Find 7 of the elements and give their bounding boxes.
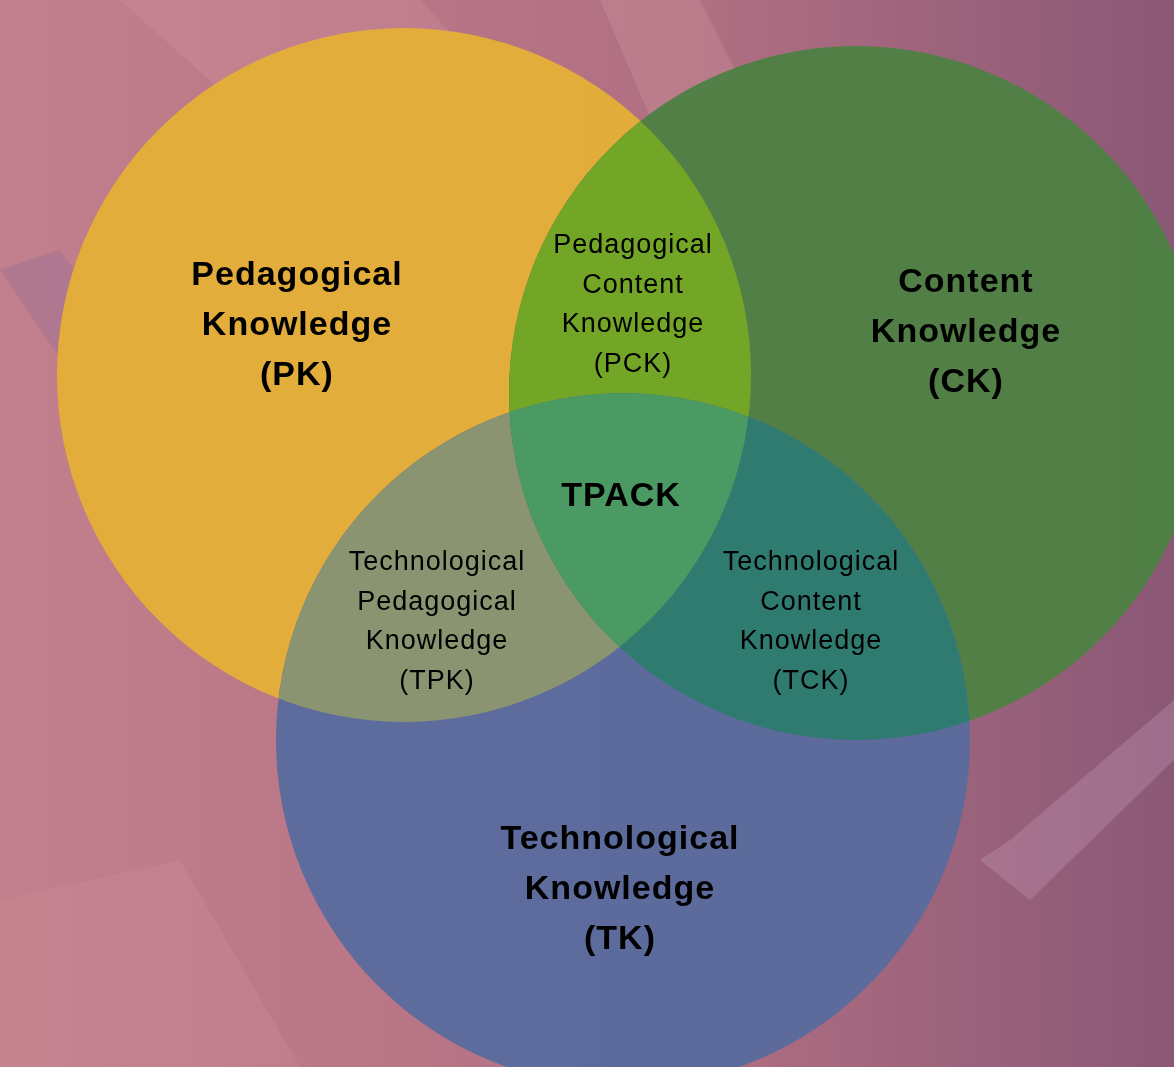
overlap-label: Technological Pedagogical Knowledge (TPK) bbox=[348, 545, 526, 697]
circle-title: Content Knowledge (CK) bbox=[870, 255, 1062, 405]
circle-title: Technological Knowledge (TK) bbox=[500, 812, 740, 962]
overlap-label: Technological Content Knowledge (TCK) bbox=[722, 545, 900, 697]
circle-title: Pedagogical Knowledge (PK) bbox=[191, 248, 403, 398]
overlap-label: Pedagogical Content Knowledge (PCK) bbox=[553, 228, 713, 380]
center-label: TPACK bbox=[561, 474, 681, 515]
